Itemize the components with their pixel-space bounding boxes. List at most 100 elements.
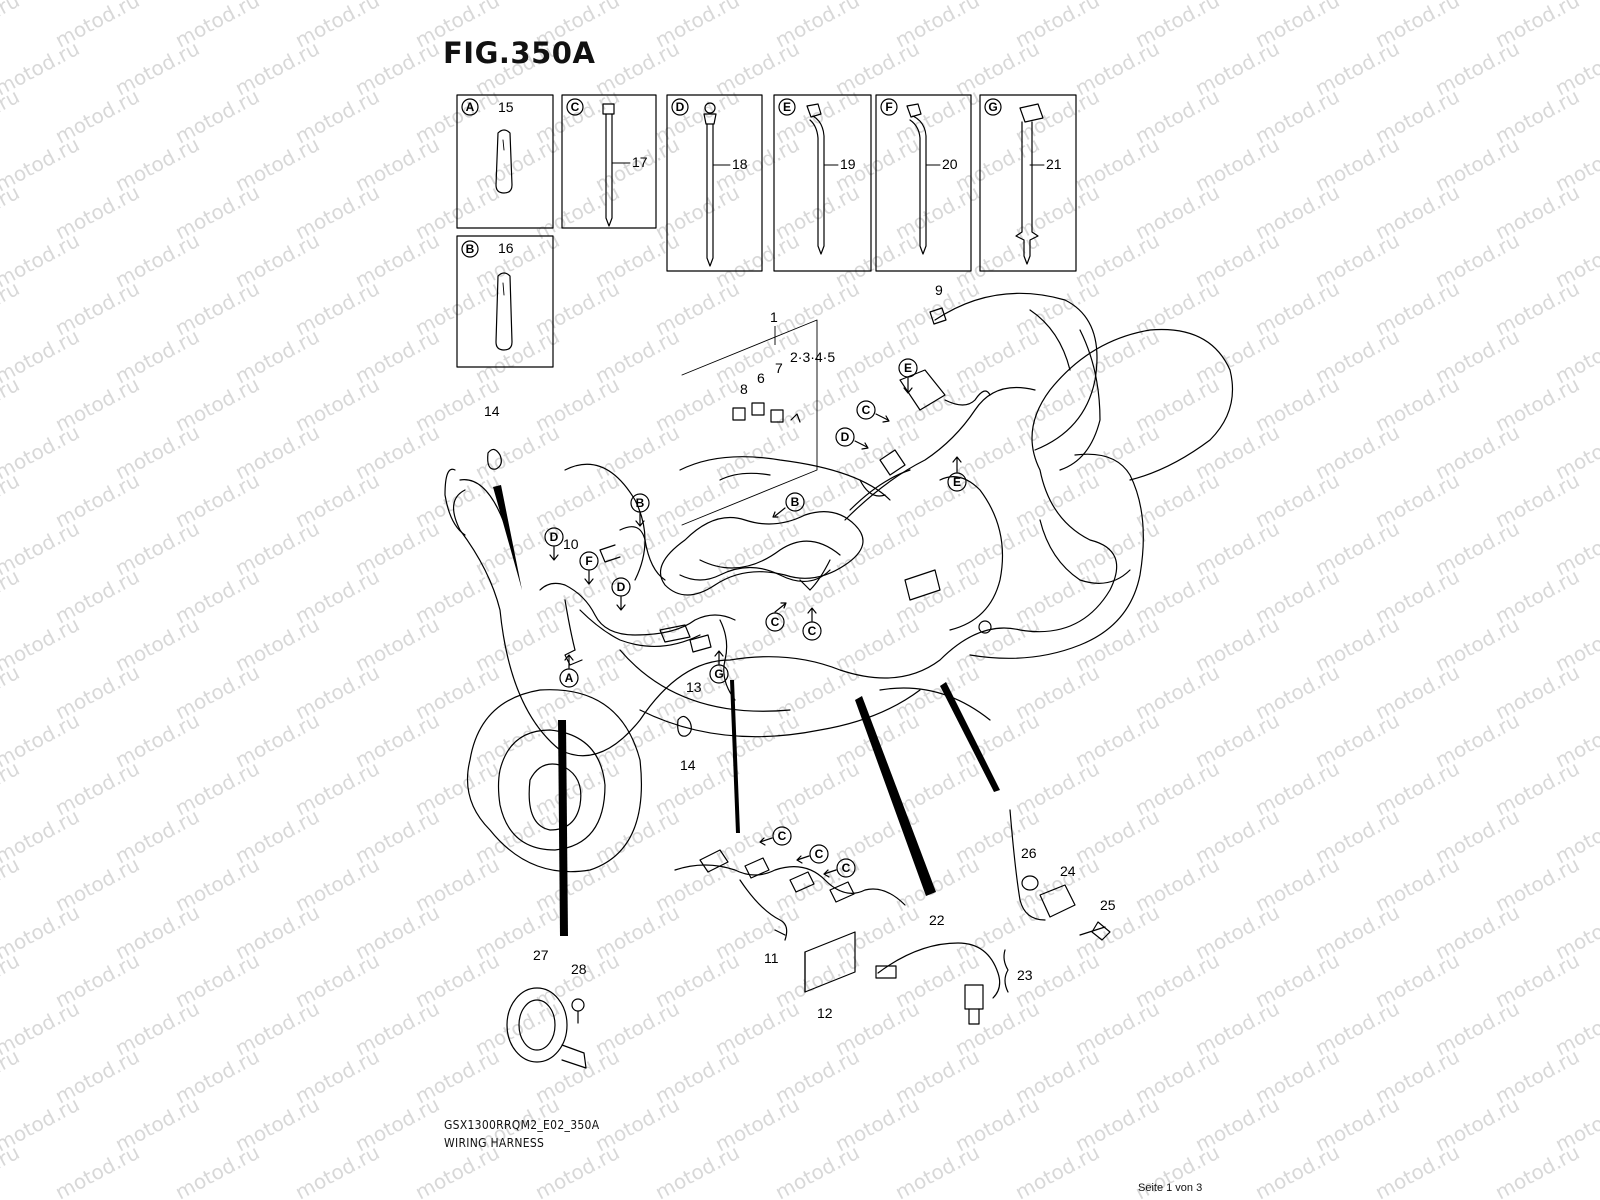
svg-text:E: E (904, 361, 912, 375)
box-d-part: 18 (732, 156, 748, 172)
bolt-28-icon (571, 998, 585, 1012)
svg-text:D: D (550, 530, 559, 544)
svg-text:C: C (815, 847, 824, 861)
part-label-9: 9 (935, 282, 943, 298)
detail-box-b (456, 235, 554, 368)
part-label-14-lower: 14 (680, 757, 696, 773)
svg-text:A: A (466, 100, 475, 114)
watermark-text: motod.ru (0, 756, 23, 820)
watermark-text: motod.ru (651, 1140, 743, 1200)
watermark-text: motod.ru (0, 372, 23, 436)
tie-19-icon (809, 115, 825, 255)
callout-e-right: E (947, 472, 967, 492)
tie-21-icon (1015, 121, 1039, 265)
clamp-15-icon (495, 129, 513, 194)
box-f-part: 20 (942, 156, 958, 172)
callout-c-bottom-2: C (809, 844, 829, 864)
watermark-text: motod.ru (1251, 1140, 1343, 1200)
tie-18-head-icon (704, 102, 716, 114)
watermark-text: motod.ru (0, 660, 23, 724)
box-b-part: 16 (498, 240, 514, 256)
relay-7-icon (770, 409, 784, 423)
watermark-text: motod.ru (1371, 1140, 1463, 1200)
box-g-part: 21 (1046, 156, 1062, 172)
bracket-13-icon (689, 634, 712, 653)
part-label-1: 1 (770, 309, 778, 325)
motorcycle-outline (444, 292, 1234, 873)
callout-c-bottom-3: C (836, 858, 856, 878)
callout-e-top: E (898, 358, 918, 378)
switch-24-icon (1039, 884, 1076, 918)
sub-harness-11 (674, 864, 906, 906)
svg-text:C: C (842, 861, 851, 875)
svg-text:E: E (783, 100, 791, 114)
watermark-text: motod.ru (0, 564, 23, 628)
part-label-25: 25 (1100, 897, 1116, 913)
tie-20-head-icon (906, 103, 922, 118)
watermark-text: motod.ru (0, 276, 23, 340)
part-label-2345: 2·3·4·5 (790, 349, 835, 365)
fuse-2345-icon (790, 413, 801, 423)
spring-23-icon (1003, 949, 1009, 993)
box-g-letter: G (984, 98, 1002, 116)
watermark-text: motod.ru (0, 468, 23, 532)
horn-27-icon (506, 987, 568, 1063)
tie-20-icon (909, 115, 927, 255)
svg-text:D: D (617, 580, 626, 594)
callout-g: G (709, 664, 729, 684)
watermark-text: motod.ru (291, 1140, 383, 1200)
watermark-text: motod.ru (1491, 1140, 1583, 1200)
svg-text:E: E (953, 475, 961, 489)
callout-b-left: B (630, 493, 650, 513)
part-label-12: 12 (817, 1005, 833, 1021)
callout-c-bottom-1: C (772, 826, 792, 846)
watermark-text: motod.ru (891, 1140, 983, 1200)
tie-17-icon (605, 113, 613, 227)
part-label-28: 28 (571, 961, 587, 977)
part-label-23: 23 (1017, 967, 1033, 983)
clamp-16-icon (495, 272, 513, 351)
part-label-7: 7 (775, 360, 783, 376)
sensor-22-icon (877, 942, 1001, 999)
detail-box-g (979, 94, 1077, 272)
relay-callout-box (681, 319, 818, 526)
model-code: GSX1300RRQM2_E02_350A (444, 1118, 600, 1132)
watermark-text: motod.ru (0, 180, 23, 244)
svg-text:D: D (676, 100, 685, 114)
callout-c-top: C (856, 400, 876, 420)
svg-text:B: B (791, 495, 800, 509)
part-label-27: 27 (533, 947, 549, 963)
wire-24 (1009, 809, 1046, 921)
figure-title: FIG.350A (443, 36, 596, 70)
clip-14-lower-icon (677, 715, 692, 737)
box-d-letter: D (671, 98, 689, 116)
box-f-letter: F (880, 98, 898, 116)
box-e-letter: E (778, 98, 796, 116)
watermark-text: motod.ru (771, 1140, 863, 1200)
detail-box-f (875, 94, 972, 272)
clip-14-top-icon (487, 448, 502, 470)
svg-text:C: C (778, 829, 787, 843)
callout-f-left: F (579, 551, 599, 571)
svg-text:F: F (585, 554, 592, 568)
svg-text:B: B (636, 496, 645, 510)
detail-box-a (456, 94, 554, 229)
svg-text:C: C (808, 624, 817, 638)
part-label-22: 22 (929, 912, 945, 928)
callout-d-left: D (544, 527, 564, 547)
part-label-10: 10 (563, 536, 579, 552)
part-label-8: 8 (740, 381, 748, 397)
callout-d-top: D (835, 427, 855, 447)
svg-text:C: C (771, 615, 780, 629)
tie-19-head-icon (806, 103, 822, 118)
svg-text:G: G (714, 667, 723, 681)
svg-text:C: C (862, 403, 871, 417)
watermark-text: motod.ru (0, 0, 23, 52)
box-labels: A 15 B 16 C 17 D 18 E 19 F 20 G 21 (461, 98, 1062, 258)
svg-text:D: D (841, 430, 850, 444)
leader-wedges (493, 485, 1000, 936)
part-label-26: 26 (1021, 845, 1037, 861)
part-label-14-top: 14 (484, 403, 500, 419)
